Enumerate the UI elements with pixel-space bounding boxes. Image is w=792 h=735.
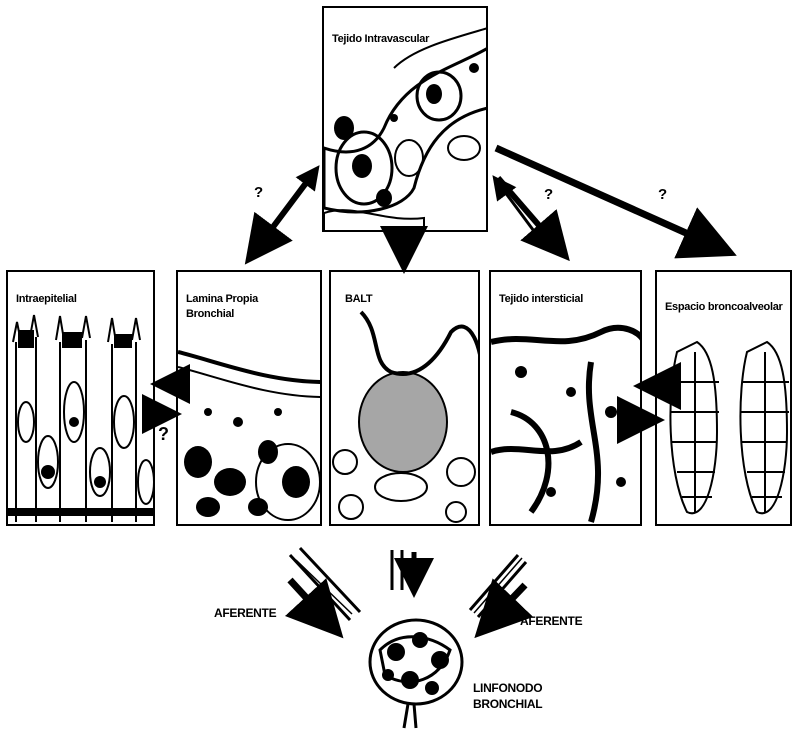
question-mark-left: ? bbox=[254, 184, 263, 201]
afferent-label-right: AFERENTE bbox=[520, 614, 582, 628]
panel-balt-label: BALT bbox=[345, 292, 372, 307]
afferent-label-left: AFERENTE bbox=[214, 606, 276, 620]
lymph-node-label: LINFONODO BRONCHIAL bbox=[473, 680, 542, 712]
central-vessel bbox=[392, 550, 402, 590]
lymph-node bbox=[370, 620, 462, 728]
panel-intersticial-label: Tejido intersticial bbox=[499, 292, 583, 307]
panel-intravascular-label: Tejido Intravascular bbox=[332, 32, 429, 47]
arrow-afferent-left bbox=[290, 580, 334, 628]
arrow-lamina-to-intravascular bbox=[264, 170, 316, 240]
arrow-afferent-right bbox=[484, 585, 525, 628]
arrow-intravascular-to-broncoalveolar bbox=[496, 148, 724, 250]
question-mark-far-right: ? bbox=[658, 186, 667, 203]
question-mark-lamina: ? bbox=[158, 424, 169, 445]
panel-intraepitelial-label: Intraepitelial bbox=[16, 292, 77, 307]
afferent-vessel-right bbox=[470, 555, 526, 617]
question-mark-center-right: ? bbox=[544, 186, 553, 203]
panel-broncoalveolar-label: Espacio broncoalveolar bbox=[665, 300, 783, 315]
afferent-vessel-left bbox=[290, 548, 360, 620]
panel-lamina-propia-label: Lamina Propia Bronchial bbox=[186, 292, 258, 322]
arrow-intersticial-to-intravascular bbox=[496, 180, 548, 250]
